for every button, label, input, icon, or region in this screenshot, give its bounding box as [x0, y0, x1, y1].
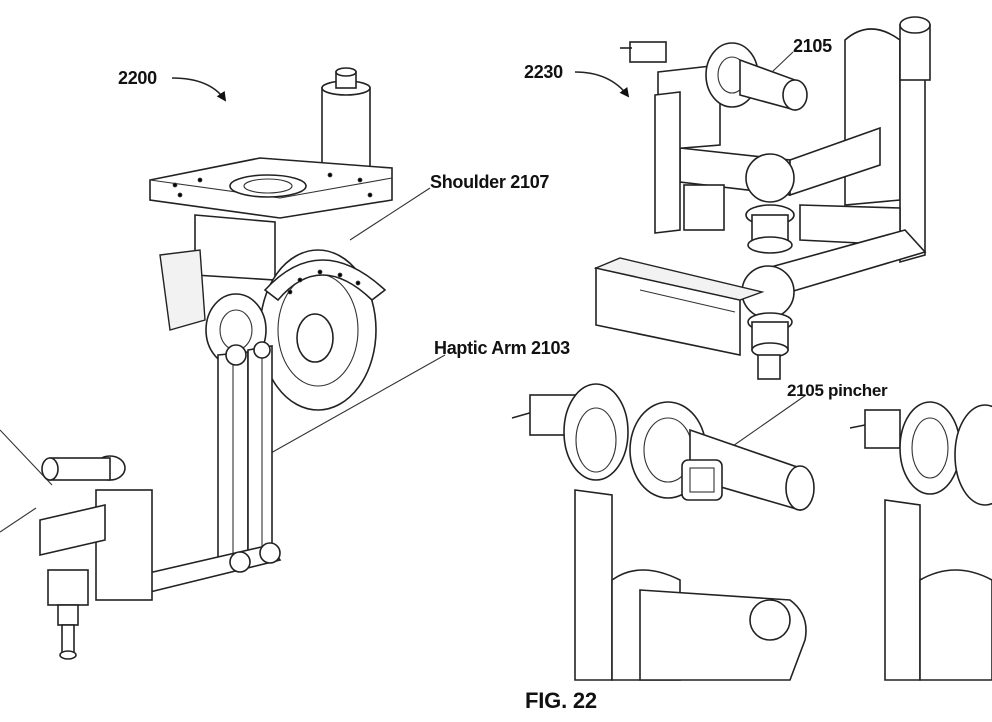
- leader-left-2: [0, 507, 37, 533]
- figure-caption: FIG. 22: [525, 688, 597, 713]
- leader-2105: [771, 51, 794, 73]
- label-2105-pincher: 2105 pincher: [787, 381, 888, 400]
- arrow-2230: [574, 71, 630, 98]
- label-2105: 2105: [793, 36, 832, 56]
- label-2230: 2230: [524, 62, 563, 82]
- leader-shoulder: [349, 187, 431, 241]
- label-shoulder-2107: Shoulder 2107: [430, 172, 550, 192]
- pincher-detail-left-drawing: [511, 383, 815, 681]
- leader-haptic-arm: [261, 354, 446, 459]
- leader-pincher-detail: [729, 394, 807, 449]
- device-2200-drawing: [39, 67, 393, 660]
- label-haptic-arm-2103: Haptic Arm 2103: [434, 338, 570, 358]
- device-2230-drawing: [593, 16, 931, 380]
- pincher-detail-right-drawing: [849, 401, 992, 681]
- label-2200: 2200: [118, 68, 157, 88]
- arrow-2200: [171, 77, 227, 102]
